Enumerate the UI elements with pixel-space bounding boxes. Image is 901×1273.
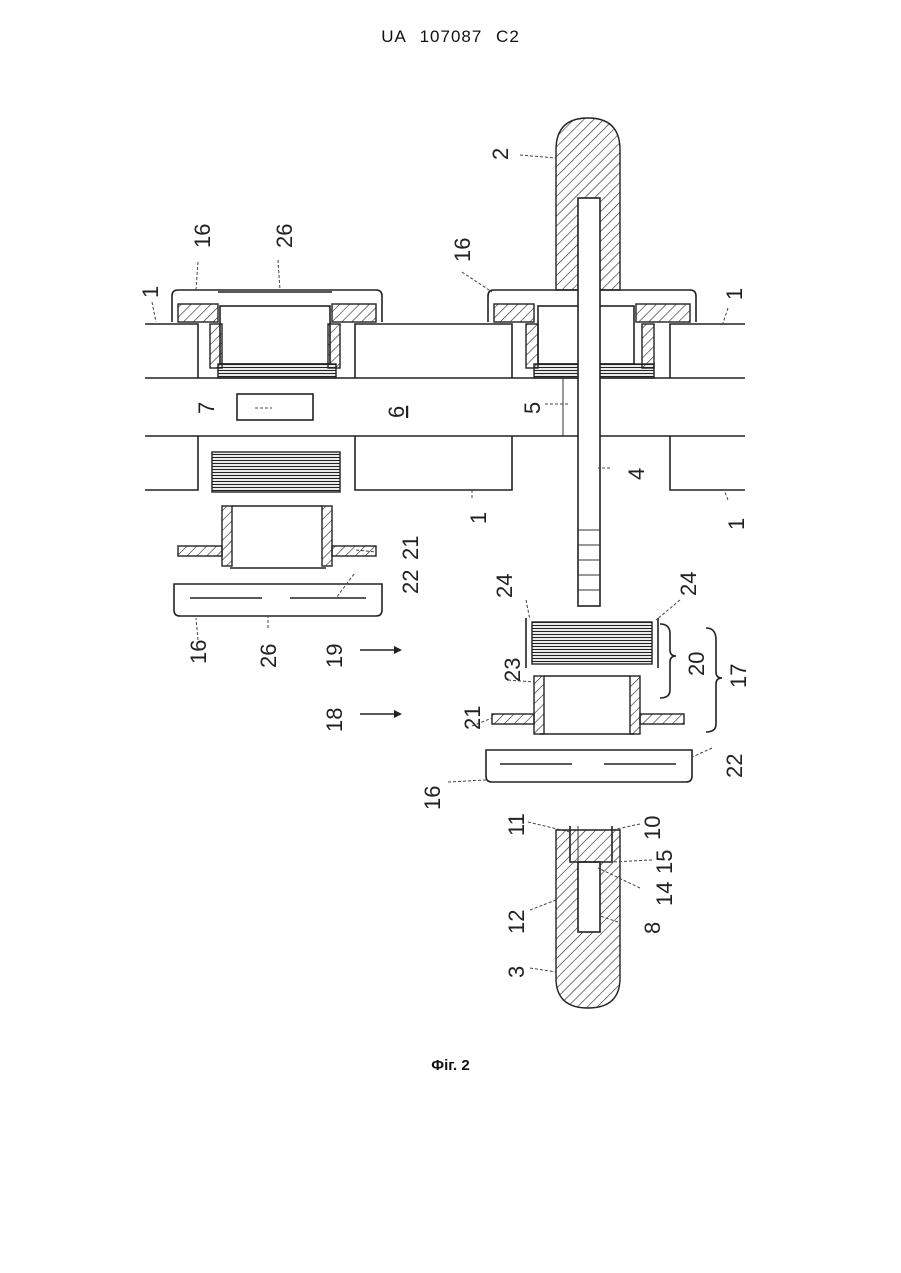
element-7 xyxy=(237,394,313,420)
label-15: 15 xyxy=(652,850,677,874)
label-10: 10 xyxy=(640,816,665,840)
label-21b: 21 xyxy=(460,706,485,730)
label-21a: 21 xyxy=(398,536,423,560)
label-22b: 22 xyxy=(722,754,747,778)
bracket-17 xyxy=(706,628,722,732)
left-cap xyxy=(174,584,382,616)
label-11: 11 xyxy=(504,813,529,836)
main-bar xyxy=(145,378,745,436)
knob-3 xyxy=(556,826,620,1008)
arrow-18-head xyxy=(394,710,402,718)
label-1c: 1 xyxy=(466,512,491,524)
label-8: 8 xyxy=(640,922,665,934)
label-1d: 1 xyxy=(724,518,749,530)
left-exploded-tube xyxy=(178,506,376,568)
label-16b: 16 xyxy=(450,238,475,262)
label-24b: 24 xyxy=(676,572,701,596)
figure-caption: Фіг. 2 xyxy=(0,1057,901,1074)
left-upper-assembly xyxy=(172,290,382,378)
label-26a: 26 xyxy=(272,224,297,248)
label-16a: 16 xyxy=(190,224,215,248)
label-20: 20 xyxy=(684,652,709,676)
label-19: 19 xyxy=(322,644,347,668)
label-3: 3 xyxy=(504,966,529,978)
label-26b: 26 xyxy=(256,644,281,668)
label-5: 5 xyxy=(520,402,545,414)
left-coil-lower xyxy=(212,452,340,492)
label-2: 2 xyxy=(488,148,513,160)
label-12: 12 xyxy=(504,910,529,934)
label-16c: 16 xyxy=(186,640,211,664)
label-18: 18 xyxy=(322,708,347,732)
label-22a: 22 xyxy=(398,570,423,594)
label-14: 14 xyxy=(652,882,677,906)
label-24a: 24 xyxy=(492,574,517,598)
label-6: 6 xyxy=(384,406,409,418)
bracket-20 xyxy=(660,624,676,698)
label-7: 7 xyxy=(194,402,219,414)
label-23: 23 xyxy=(500,658,525,682)
label-4: 4 xyxy=(624,468,649,480)
arrow-19-head xyxy=(394,646,402,654)
label-1a: 1 xyxy=(138,286,163,298)
label-1b: 1 xyxy=(722,288,747,300)
right-cap xyxy=(486,750,692,782)
rod-4 xyxy=(578,198,600,606)
right-coil-20 xyxy=(526,618,658,668)
leader-lines xyxy=(152,155,728,972)
right-tube-23 xyxy=(492,676,684,734)
label-16d: 16 xyxy=(420,786,445,810)
label-17: 17 xyxy=(726,664,751,688)
